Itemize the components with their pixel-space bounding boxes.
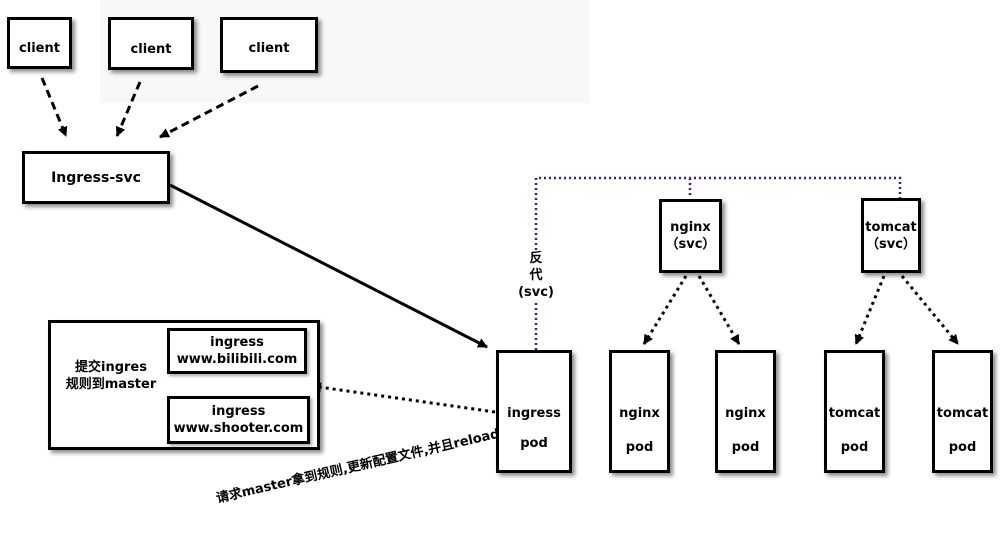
arrow-tomcat-svc-to-pod1: [854, 275, 886, 345]
rule-kind-label: ingress: [211, 404, 266, 419]
rule-host-label: www.bilibili.com: [176, 352, 298, 367]
client-label: client: [130, 42, 172, 57]
tomcat-svc-sub: （svc）: [866, 236, 916, 252]
rule-box-shooter: ingress www.shooter.com: [167, 396, 310, 444]
nginx-pod-sub: pod: [625, 440, 654, 455]
reverse-proxy-char2: 代: [529, 268, 543, 283]
client-box-3: client: [220, 17, 318, 73]
rule-kind-label: ingress: [210, 335, 264, 350]
tomcat-pod-sub: pod: [840, 440, 869, 455]
rule-box-bilibili: ingress www.bilibili.com: [167, 328, 307, 374]
nginx-pod-box-1: nginx pod: [609, 350, 670, 473]
tomcat-pod-label: tomcat: [828, 406, 881, 421]
ingress-pod-sub: pod: [520, 436, 548, 451]
client-label: client: [248, 41, 290, 56]
ingress-pod-label: ingress: [507, 406, 561, 421]
arrow-nginx-svc-to-pod1: [642, 275, 688, 345]
arrow-tomcat-svc-to-pod2: [900, 275, 960, 345]
arrow-client1-to-ingress-svc: [40, 77, 68, 137]
nginx-pod-label: nginx: [725, 406, 766, 421]
arrow-ingress-pod-to-rules: [311, 382, 496, 414]
arrow-ingress-svc-to-ingress-pod: [169, 183, 488, 349]
nginx-svc-box: nginx （svc）: [659, 199, 722, 273]
nginx-pod-box-2: nginx pod: [715, 350, 776, 473]
tomcat-svc-box: tomcat （svc）: [861, 198, 921, 273]
nginx-pod-label: nginx: [619, 406, 660, 421]
tomcat-pod-box-1: tomcat pod: [824, 350, 885, 473]
rule-host-label: www.shooter.com: [173, 421, 304, 436]
nginx-svc-sub: （svc）: [665, 237, 716, 252]
ingress-svc-label: Ingress-svc: [51, 170, 141, 186]
client-box-1: client: [7, 17, 72, 69]
nginx-pod-sub: pod: [731, 440, 760, 455]
rules-text-line2: 规则到master: [65, 377, 157, 392]
rules-panel-text: 提交ingres 规则到master: [56, 359, 166, 393]
nginx-svc-label: nginx: [670, 220, 711, 235]
reverse-proxy-svc: (svc): [518, 285, 554, 300]
tomcat-svc-label: tomcat: [865, 219, 917, 235]
reverse-proxy-char1: 反: [529, 251, 543, 266]
arrow-nginx-svc-to-pod2: [697, 275, 741, 345]
rules-text-line1: 提交ingres: [75, 360, 147, 375]
reverse-proxy-label: 反 代 (svc): [512, 250, 560, 301]
ingress-svc-box: Ingress-svc: [22, 151, 170, 204]
tomcat-pod-label: tomcat: [936, 406, 989, 421]
ingress-pod-box: ingress pod: [496, 350, 572, 473]
client-box-2: client: [108, 17, 194, 70]
arrow-client3-to-ingress-svc: [159, 84, 259, 139]
tomcat-pod-sub: pod: [948, 440, 977, 455]
tomcat-pod-box-2: tomcat pod: [932, 350, 993, 473]
arrow-client2-to-ingress-svc: [115, 81, 142, 137]
client-label: client: [19, 41, 60, 56]
